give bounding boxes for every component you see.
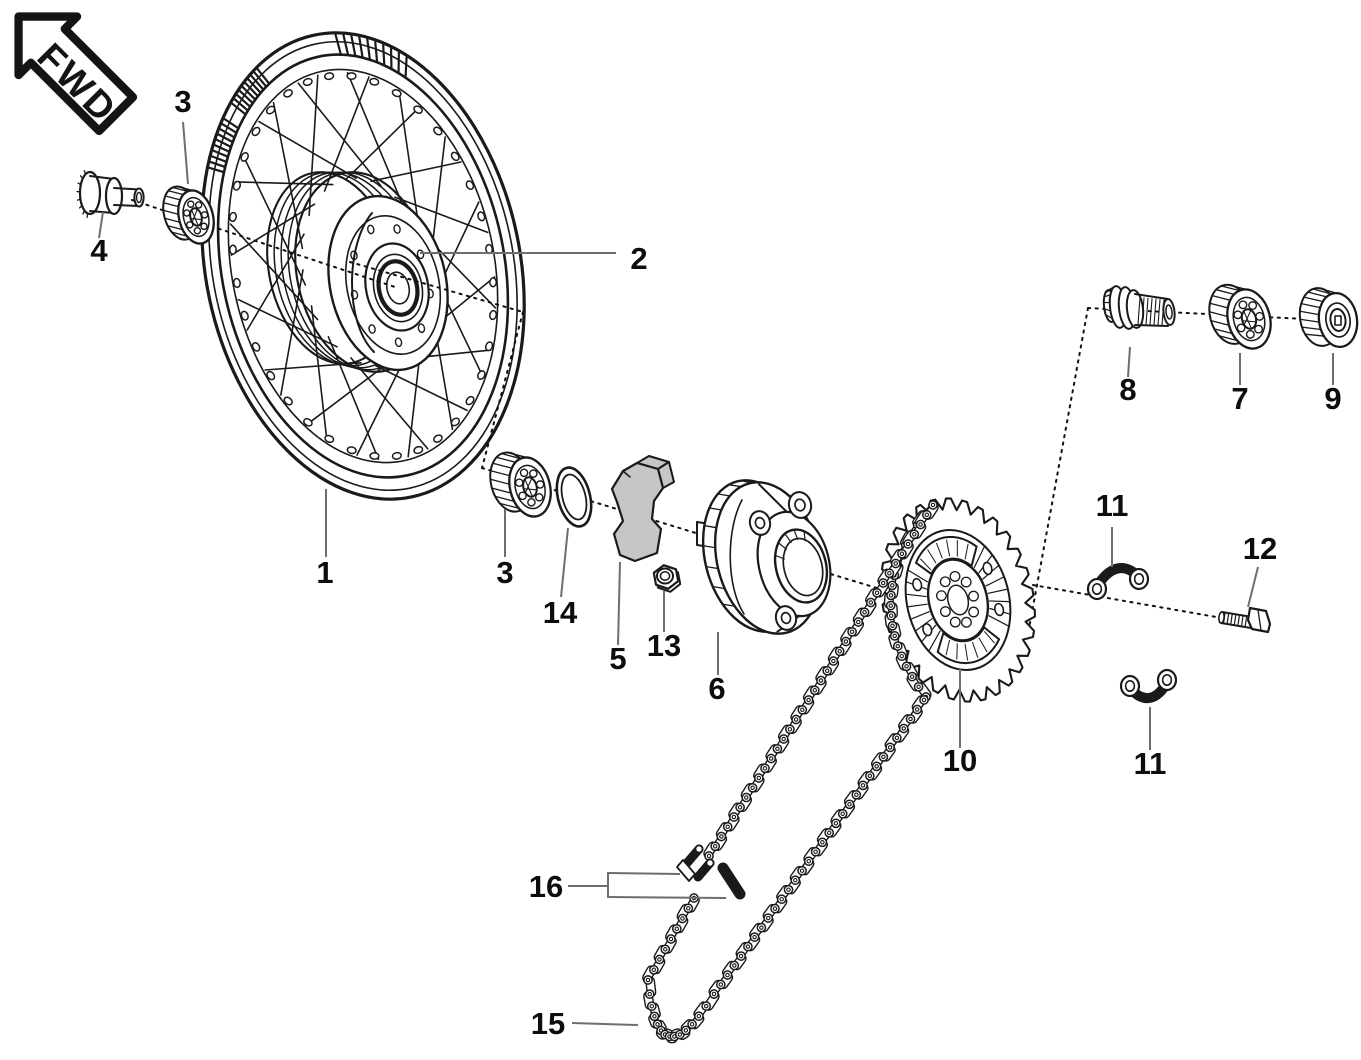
wheel-bearing-part3-left xyxy=(162,185,215,245)
callout-o-ring: 14 xyxy=(543,527,578,630)
callout-label-adjuster-bolt: 12 xyxy=(1243,531,1277,566)
leader-line xyxy=(182,121,189,185)
callout-label-chain-master-link: 16 xyxy=(529,869,563,904)
bolt-part12 xyxy=(1218,606,1272,634)
wheel-bearing-part3-right xyxy=(489,451,552,518)
drive-chain-part15 xyxy=(642,500,939,1044)
callout-label-wheel-bearing-left: 3 xyxy=(174,84,191,119)
callout-adjuster-spindle: 8 xyxy=(1119,346,1137,407)
rear-wheel xyxy=(200,31,526,501)
callout-label-bearing-cap-nut: 9 xyxy=(1324,381,1341,416)
leader-line xyxy=(98,211,104,239)
callout-label-adjuster-clip-top: 11 xyxy=(1096,488,1129,523)
diagram-artwork xyxy=(76,31,1359,1044)
callout-label-wheel-bearing-right: 3 xyxy=(496,555,513,590)
callout-label-adjuster-clip-bottom: 11 xyxy=(1134,746,1167,781)
callout-adjuster-clip-top: 11 xyxy=(1096,488,1129,567)
callout-label-drive-chain: 15 xyxy=(531,1006,565,1041)
callout-label-nut: 13 xyxy=(647,628,681,663)
callout-rear-sprocket: 10 xyxy=(943,669,977,778)
callout-bearing-right-side: 7 xyxy=(1231,353,1249,416)
master-link-part16 xyxy=(676,844,746,900)
callout-cush-damper-pad: 5 xyxy=(609,561,627,676)
leader-line xyxy=(607,896,727,899)
callout-label-o-ring: 14 xyxy=(543,595,578,630)
callout-sprocket-carrier: 6 xyxy=(708,632,726,706)
callout-label-adjuster-spindle: 8 xyxy=(1119,372,1136,407)
callout-label-axle-spacer: 4 xyxy=(90,233,108,268)
callout-wheel-hub: 2 xyxy=(420,241,648,276)
o-ring-part14 xyxy=(555,466,593,528)
nut-part13 xyxy=(652,564,682,593)
callout-label-wheel-hub: 2 xyxy=(630,241,647,276)
callout-nut: 13 xyxy=(647,591,681,663)
callout-label-spoked-wheel: 1 xyxy=(316,555,333,590)
callout-label-cush-damper-pad: 5 xyxy=(609,641,626,676)
callout-chain-master-link: 16 xyxy=(529,869,727,904)
leader-line xyxy=(617,561,621,646)
axle-spacer-part4 xyxy=(76,169,145,218)
callout-label-bearing-right-side: 7 xyxy=(1231,381,1248,416)
bearing-cap-part9 xyxy=(1298,287,1359,349)
rear-sprocket-part10 xyxy=(880,497,1036,703)
cush-damper-part5 xyxy=(610,455,675,563)
callout-bearing-cap-nut: 9 xyxy=(1324,353,1342,416)
callout-label-sprocket-carrier: 6 xyxy=(708,671,725,706)
leader-line xyxy=(571,1022,639,1026)
sprocket-carrier-part6 xyxy=(696,479,832,635)
callout-drive-chain: 15 xyxy=(531,1006,639,1041)
callout-wheel-bearing-left: 3 xyxy=(174,84,192,185)
bearing-part7 xyxy=(1208,283,1272,350)
callout-adjuster-bolt: 12 xyxy=(1243,531,1277,608)
adjuster-clip-part11-top xyxy=(1086,563,1150,601)
leader-line xyxy=(607,872,681,875)
callout-spoked-wheel: 1 xyxy=(316,489,334,590)
wheel-hub xyxy=(266,171,449,373)
callout-axle-spacer: 4 xyxy=(90,211,108,268)
fwd-direction-badge: FWD xyxy=(14,12,138,136)
callout-adjuster-clip-bottom: 11 xyxy=(1134,707,1167,781)
leader-line xyxy=(1127,346,1131,378)
adjuster-spindle-part8 xyxy=(1102,285,1176,330)
leader-line xyxy=(560,527,569,598)
callout-wheel-bearing-right: 3 xyxy=(496,509,514,590)
leader-line xyxy=(1247,566,1259,608)
fwd-arrow-icon xyxy=(14,12,138,136)
callout-label-rear-sprocket: 10 xyxy=(943,743,977,778)
adjuster-clip-part11-bottom xyxy=(1119,668,1178,703)
